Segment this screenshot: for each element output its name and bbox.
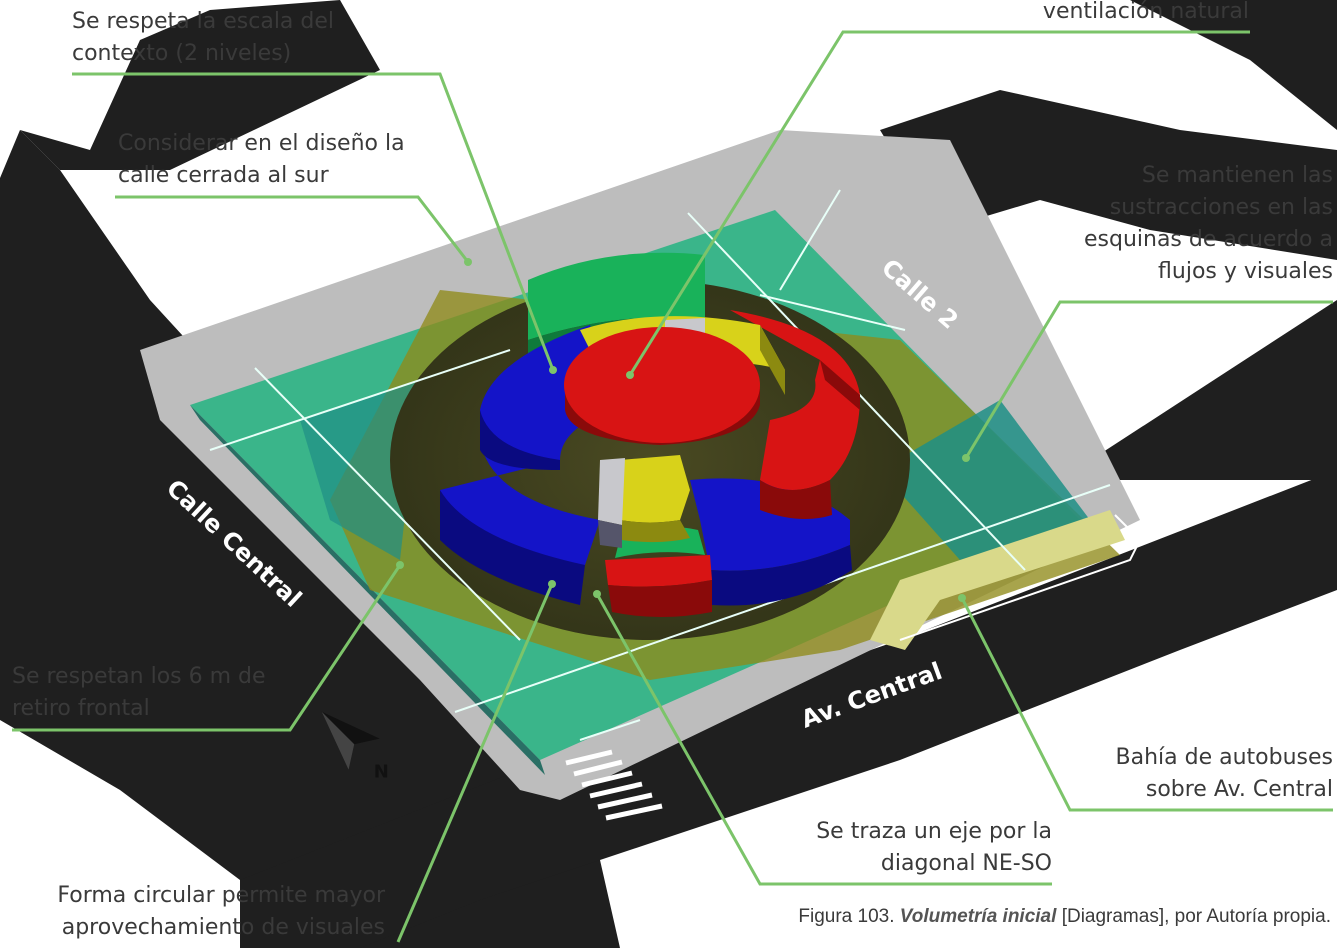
annotation-bahia-line-1: Bahía de autobuses [1115,745,1333,770]
annotation-sustracciones-line-3: esquinas de acuerdo a [1083,227,1333,252]
annotation-eje-line-1: Se traza un eje por la [816,819,1052,844]
annotation-sustracciones: Se mantienen las sustracciones en las es… [1084,160,1333,288]
volume-green-north [528,252,705,340]
caption-title: Volumetría inicial [899,906,1057,927]
leader-dots [396,258,970,602]
volume-gray-south [598,458,625,525]
volume-yellow-south [620,455,690,523]
volume-red-core [564,327,760,443]
annotation-eje: Se traza un eje por la diagonal NE-SO [816,816,1052,880]
site-edge [190,405,545,775]
leader-forma [396,583,554,943]
annotation-calle-cerrada: Considerar en el diseño la calle cerrada… [118,128,405,192]
leader-retiro [12,564,402,732]
leader-sustracciones [964,300,1333,459]
leader-ventilacion [628,30,1250,376]
annotation-bahia: Bahía de autobuses sobre Av. Central [1116,742,1333,806]
road-south [20,0,380,170]
corner-sustraction-west [300,380,420,560]
figure-caption: Figura 103. Volumetría inicial [Diagrama… [798,906,1331,928]
leader-escala [72,72,555,371]
road-east [1060,300,1337,480]
north-label: N [374,762,389,783]
bus-bay [870,510,1125,650]
annotation-calle-cerrada-line-2: calle cerrada al sur [118,163,329,188]
annotation-eje-line-2: diagonal NE-SO [880,851,1052,876]
bus-bay-curb [899,514,1142,641]
road-northeast [1130,0,1337,130]
crosswalk [565,749,663,821]
annotation-forma-line-2: aprovechamiento de visuales [61,915,385,940]
annotation-sustracciones-line-4: flujos y visuales [1158,259,1333,284]
leader-bahia [960,597,1333,812]
caption-source: [Diagramas], por Autoría propia. [1061,906,1331,927]
road-av-central [240,470,1337,948]
annotation-forma-line-1: Forma circular permite mayor [57,883,385,908]
annotation-retiro-line-2: retiro frontal [12,696,150,721]
annotation-escala-line-2: contexto (2 niveles) [72,41,292,66]
annotation-escala-line-1: Se respeta la escala del [72,9,335,34]
annotation-ventilacion: ventilación natural [1043,0,1249,28]
volume-red-east [730,310,860,490]
leader-eje [595,593,1052,886]
annotation-ventilacion-line-1: ventilación natural [1042,0,1249,24]
north-arrow-icon: N [321,711,389,783]
building-volume [440,252,860,617]
volume-red-south [605,555,712,587]
leader-calle-cerrada [115,195,470,263]
corner-sustraction-east [880,400,1090,560]
annotation-forma: Forma circular permite mayor aprovechami… [57,880,385,944]
annotation-sustracciones-line-1: Se mantienen las [1141,163,1333,188]
caption-figure-number: Figura 103. [798,906,895,927]
annotation-sustracciones-line-2: sustracciones en las [1109,195,1333,220]
annotation-bahia-line-2: sobre Av. Central [1145,777,1333,802]
road-calle-2 [880,90,1337,260]
annotation-retiro-line-1: Se respetan los 6 m de [12,664,266,689]
annotation-retiro: Se respetan los 6 m de retiro frontal [12,661,266,725]
annotation-calle-cerrada-line-1: Considerar en el diseño la [118,131,405,156]
leader-lines [12,30,1333,943]
annotation-escala: Se respeta la escala del contexto (2 niv… [72,6,334,70]
